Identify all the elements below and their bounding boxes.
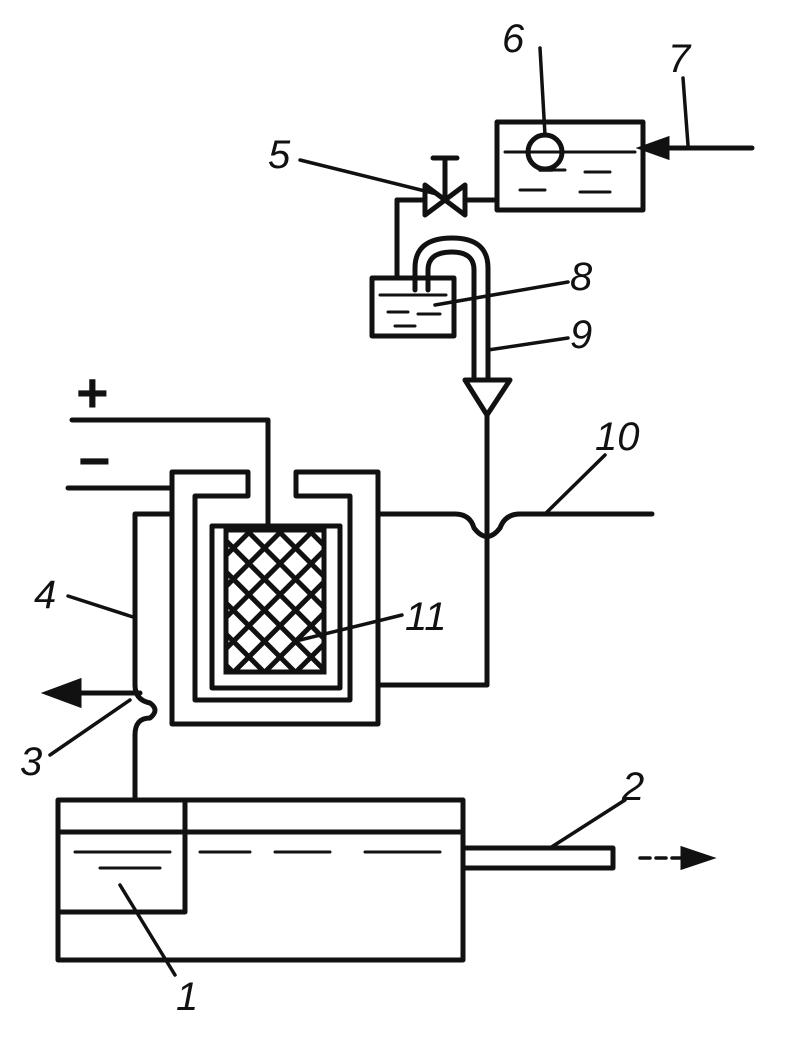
collection-tank [55, 797, 466, 977]
float-chamber [494, 119, 646, 213]
float-ball-icon [525, 46, 565, 172]
label-9: 9 [570, 313, 592, 357]
negative-terminal-label: − [78, 429, 111, 492]
label-3: 3 [20, 740, 42, 784]
label-7: 7 [668, 37, 692, 81]
label-10: 10 [595, 415, 640, 459]
label-6: 6 [502, 17, 525, 61]
positive-terminal-label: + [76, 361, 109, 424]
funnel-icon [462, 377, 513, 688]
siphon-tube [412, 235, 570, 383]
label-1: 1 [176, 975, 198, 1019]
cell-outer-body [169, 469, 381, 727]
cell-inner-vessel [209, 523, 490, 691]
label-4: 4 [34, 573, 56, 617]
overflow-line [377, 453, 655, 539]
electrode-mesh [223, 527, 404, 675]
label-5: 5 [268, 133, 291, 177]
cell-outer-jacket [66, 511, 175, 803]
outlet-pipe-2 [460, 798, 717, 871]
label-2: 2 [621, 765, 644, 809]
label-8: 8 [570, 255, 593, 299]
label-11: 11 [405, 595, 447, 639]
positive-lead [69, 417, 271, 529]
valve-icon [298, 155, 500, 218]
outlet-arrow-3 [40, 677, 143, 757]
dosing-tank [369, 275, 570, 339]
inlet-pipe [635, 76, 755, 161]
